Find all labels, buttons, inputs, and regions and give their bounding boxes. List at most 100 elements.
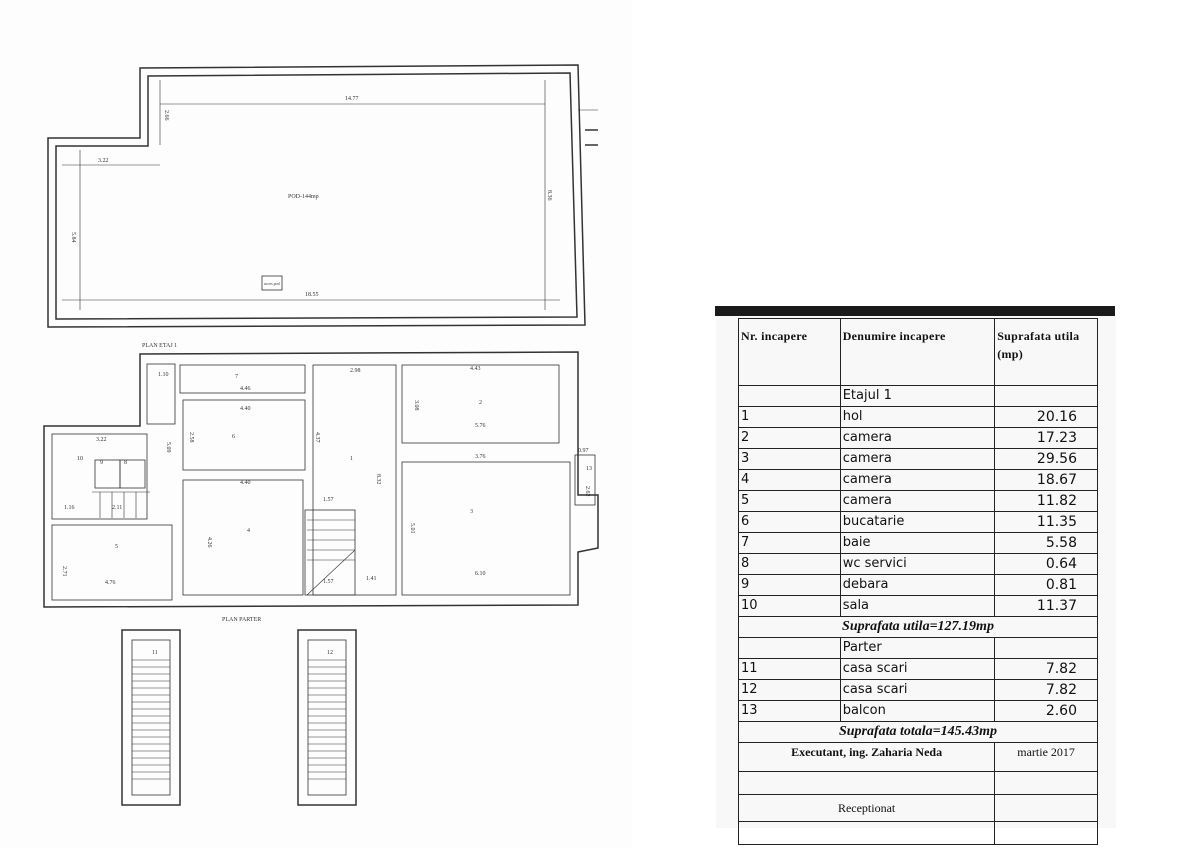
dim: 5.76	[475, 423, 486, 429]
dim: 1.10	[158, 372, 169, 378]
room-name: casa scari	[839, 658, 996, 680]
room-area: 20.16	[994, 406, 1098, 428]
dim: 14.77	[345, 96, 359, 102]
executant: Executant, ing. Zaharia Neda	[737, 742, 996, 772]
dim: 3.08	[413, 400, 419, 411]
dim: 1.41	[366, 576, 377, 582]
section-etaj: Etajul 1	[839, 385, 996, 407]
dim: 3.22	[96, 437, 107, 443]
dim: 2.71	[61, 566, 67, 577]
room-name: camera	[839, 490, 996, 512]
attic-access-label: acces pod	[264, 281, 280, 286]
dim: 8.32	[375, 474, 381, 485]
dim: 4.40	[240, 406, 251, 412]
total-row: Suprafata totala=145.43mp	[738, 721, 1098, 743]
room-area: 5.58	[994, 532, 1098, 554]
attic-title: POD-144mp	[288, 194, 319, 200]
room-name: camera	[839, 448, 996, 470]
room-number: 9	[100, 460, 103, 466]
room-number: 3	[470, 509, 473, 515]
room-name: wc servici	[839, 553, 996, 575]
room-number: 11	[152, 650, 158, 656]
room-name: hol	[839, 406, 996, 428]
floor-outline	[43, 351, 599, 608]
room-nr: 2	[738, 427, 841, 449]
floor-plan-label: PLAN ETAJ 1	[142, 343, 177, 349]
room-area: 0.81	[994, 574, 1098, 596]
room-area: 7.82	[994, 658, 1098, 680]
dim: 1.57	[323, 497, 334, 503]
dim: 4.40	[240, 480, 251, 486]
dim: 2.58	[188, 432, 194, 443]
room-nr: 8	[738, 553, 841, 575]
section-row: Etajul 1	[738, 385, 1098, 407]
room-nr: 1	[738, 406, 841, 428]
dim: 5.09	[165, 442, 171, 453]
dim: 2.66	[163, 110, 169, 121]
dim: 1.57	[323, 579, 334, 585]
room-number: 6	[232, 434, 235, 440]
room-area: 29.56	[994, 448, 1098, 470]
table-header-row: Nr. incapere Denumire incapere Suprafata…	[738, 318, 1098, 386]
date: martie 2017	[994, 742, 1098, 772]
dim: 0.97	[578, 448, 589, 454]
room-number: 5	[115, 544, 118, 550]
room-area: 0.64	[994, 553, 1098, 575]
stairwell-12	[297, 629, 357, 806]
section-row: Parter	[738, 637, 1098, 659]
room-nr: 3	[738, 448, 841, 470]
plan-sheet	[0, 0, 632, 848]
room-name: camera	[839, 469, 996, 491]
dim: 2.62	[584, 486, 590, 497]
room-number: 12	[327, 650, 333, 656]
room-name: baie	[839, 532, 996, 554]
room-area: 7.82	[994, 679, 1098, 701]
room-nr: 4	[738, 469, 841, 491]
header-name: Denumire incapere	[839, 318, 996, 386]
room-number: 7	[235, 374, 238, 380]
stairwell-11	[121, 629, 181, 806]
room-number: 8	[124, 460, 127, 466]
dim: 4.46	[240, 386, 251, 392]
room-name: sala	[839, 595, 996, 617]
dim: 8.36	[546, 190, 552, 201]
receptionat-row: Receptionat	[737, 794, 1098, 822]
room-nr: 10	[738, 595, 841, 617]
ground-plan-label: PLAN PARTER	[222, 617, 261, 623]
dim: 4.43	[470, 366, 481, 372]
room-area: 11.35	[994, 511, 1098, 533]
room-nr: 6	[738, 511, 841, 533]
attic-outline	[47, 64, 586, 328]
room-name: bucatarie	[839, 511, 996, 533]
room-nr: 11	[738, 658, 841, 680]
room-nr: 9	[738, 574, 841, 596]
attic-access	[261, 275, 283, 291]
dim: 18.55	[305, 292, 319, 298]
dim: 2.11	[112, 505, 122, 511]
section-parter: Parter	[839, 637, 996, 659]
dim: 5.01	[409, 523, 415, 534]
room-area: 17.23	[994, 427, 1098, 449]
room-area: 2.60	[994, 700, 1098, 722]
dim: 3.76	[475, 454, 486, 460]
room-area: 11.37	[994, 595, 1098, 617]
receptionat: Receptionat	[737, 794, 996, 822]
table-top-bar	[715, 306, 1115, 316]
room-nr: 7	[738, 532, 841, 554]
total: Suprafata totala=145.43mp	[738, 721, 1098, 743]
room-name: balcon	[839, 700, 996, 722]
subtotal: Suprafata utila=127.19mp	[738, 616, 1098, 638]
dim: 4.37	[314, 432, 320, 443]
room-area: 18.67	[994, 469, 1098, 491]
